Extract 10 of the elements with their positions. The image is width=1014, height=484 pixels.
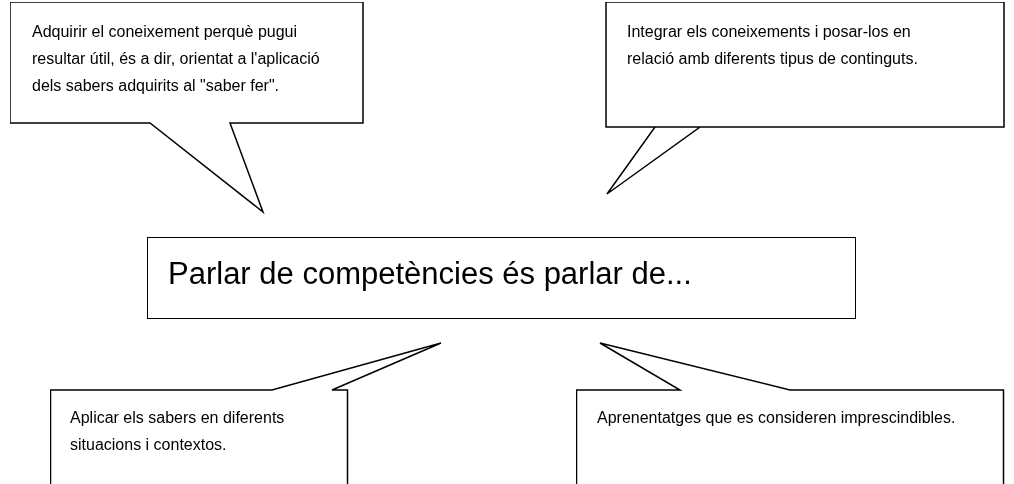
callout-text: Integrar els coneixements i posar-los en relació amb diferents tipus de continguts. (627, 22, 919, 69)
callout-text: Aprenentatges que es consideren imprescindibles. (597, 408, 957, 428)
speech-bubble (10, 2, 364, 214)
speech-bubble (50, 342, 443, 484)
callout-text: Aplicar els sabers en diferents situacions i contextos. (70, 408, 286, 455)
speech-bubble (605, 2, 1005, 197)
callout-text: Adquirir el coneixement perquè pugui resultar útil, és a dir, orientat a l'aplicació dels sabers adquirits al "saber fer". (32, 22, 321, 96)
speech-bubble (576, 342, 1005, 484)
heading-box (147, 237, 856, 319)
heading-text: Parlar de competències és parlar de... (168, 255, 693, 293)
